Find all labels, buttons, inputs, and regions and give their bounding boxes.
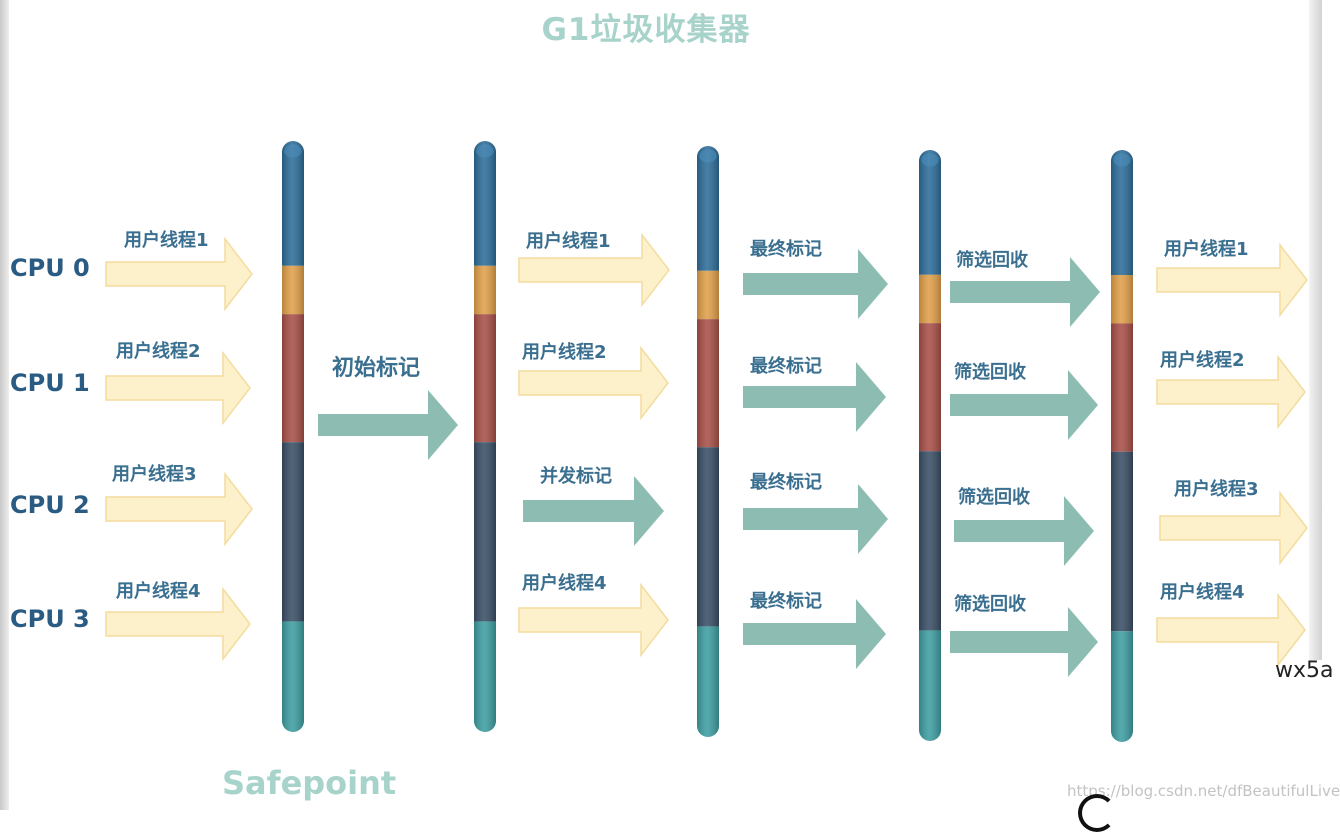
user-thread-arrow-3 [105, 586, 251, 662]
phase4-label-0: 最终标记 [750, 239, 822, 260]
gc-phase-arrow-11 [743, 484, 888, 554]
timeline-bar-3 [919, 150, 941, 741]
phase3-label-0: 用户线程1 [526, 231, 611, 252]
bar-shading [282, 141, 304, 732]
gc-phase-arrow-9 [743, 249, 888, 319]
phase5-label-1: 筛选回收 [954, 362, 1026, 383]
bar-shading [474, 141, 496, 732]
watermark-url: https://blog.csdn.net/dfBeautifulLive [1067, 782, 1340, 800]
gc-phase-arrow-13 [950, 257, 1100, 327]
gc-phase-arrow-4 [318, 390, 458, 460]
phase1-label-2: 用户线程3 [112, 464, 197, 485]
gc-phase-arrow-7 [523, 476, 664, 546]
bar-highlight [699, 149, 717, 163]
phase4-label-3: 最终标记 [750, 591, 822, 612]
user-thread-arrow-1 [105, 350, 251, 426]
edge-text: wx5a [1275, 658, 1334, 683]
phase5-label-3: 筛选回收 [954, 594, 1026, 615]
bar-highlight [476, 144, 494, 158]
phase5-label-2: 筛选回收 [958, 487, 1030, 508]
bar-highlight [921, 153, 939, 167]
timeline-bar-2 [697, 146, 719, 737]
gc-phase-arrow-12 [743, 599, 886, 669]
phase4-label-1: 最终标记 [750, 356, 822, 377]
safepoint-label: Safepoint [222, 764, 397, 802]
bar-highlight [1113, 153, 1131, 167]
left-frame-edge [0, 0, 9, 810]
gc-phase-arrow-16 [950, 607, 1098, 677]
cpu-label-0: CPU 0 [10, 254, 90, 282]
phase1-label-1: 用户线程2 [116, 341, 201, 362]
phase6-label-2: 用户线程3 [1174, 479, 1259, 500]
user-thread-arrow-2 [105, 471, 253, 547]
phase1-label-0: 用户线程1 [124, 230, 209, 251]
bar-highlight [284, 144, 302, 158]
logo-icon [1078, 794, 1116, 832]
gc-phase-arrow-10 [743, 362, 886, 432]
phase5-label-0: 筛选回收 [956, 250, 1028, 271]
cpu-label-3: CPU 3 [10, 605, 90, 633]
user-thread-arrow-17 [1156, 242, 1308, 318]
gc-phase-arrow-15 [954, 496, 1094, 566]
user-thread-arrow-18 [1156, 354, 1306, 430]
bar-shading [1111, 150, 1133, 742]
phase3-label-2: 并发标记 [540, 466, 612, 487]
user-thread-arrow-8 [518, 582, 669, 658]
user-thread-arrow-0 [105, 236, 253, 312]
phase6-label-1: 用户线程2 [1160, 350, 1245, 371]
phase4-label-2: 最终标记 [750, 472, 822, 493]
bar-shading [919, 150, 941, 741]
phase3-label-3: 用户线程4 [522, 573, 607, 594]
user-thread-arrow-6 [518, 345, 669, 421]
cpu-label-2: CPU 2 [10, 491, 90, 519]
phase3-label-1: 用户线程2 [522, 342, 607, 363]
timeline-bar-0 [282, 141, 304, 732]
user-thread-arrow-19 [1159, 490, 1308, 566]
right-frame-edge [1309, 0, 1322, 660]
cpu-label-1: CPU 1 [10, 369, 90, 397]
phase6-label-3: 用户线程4 [1160, 582, 1245, 603]
g1-diagram [105, 141, 1308, 742]
user-thread-arrow-20 [1156, 592, 1306, 668]
timeline-bar-4 [1111, 150, 1133, 742]
gc-phase-arrow-14 [950, 370, 1098, 440]
phase6-label-0: 用户线程1 [1164, 239, 1249, 260]
phase1-label-3: 用户线程4 [116, 581, 201, 602]
user-thread-arrow-5 [518, 232, 670, 308]
phase2-label: 初始标记 [332, 356, 421, 381]
timeline-bar-1 [474, 141, 496, 732]
bar-shading [697, 146, 719, 737]
diagram-title: G1垃圾收集器 [541, 12, 751, 48]
